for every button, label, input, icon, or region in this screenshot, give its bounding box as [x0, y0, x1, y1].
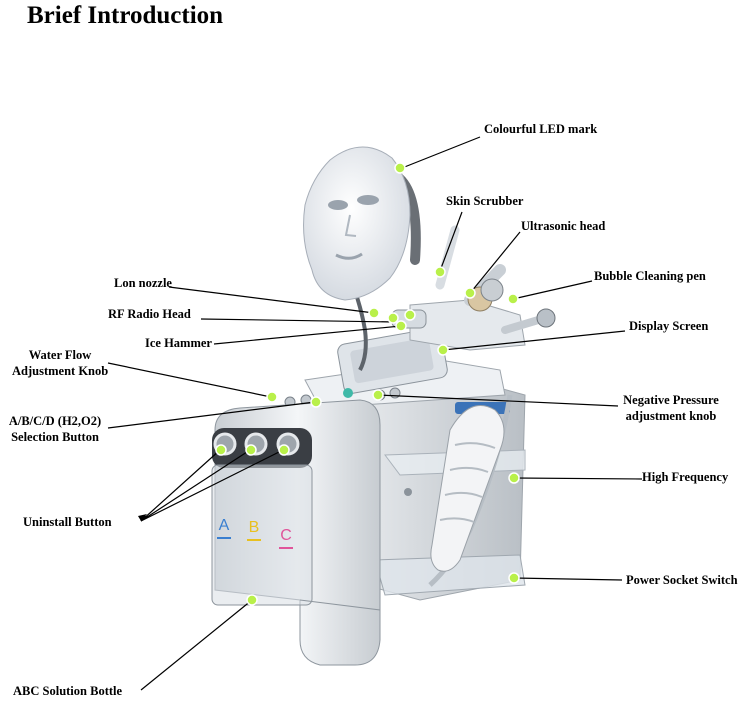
label-negative-pressure: Negative Pressure adjustment knob: [612, 392, 730, 424]
label-skin-scrubber: Skin Scrubber: [446, 194, 524, 208]
page-title: Brief Introduction: [27, 2, 224, 29]
label-selection-line-1: A/B/C/D (H2,O2): [8, 414, 102, 428]
marker-dots: [215, 162, 520, 606]
label-power-socket-switch: Power Socket Switch: [626, 573, 738, 587]
bottle-c-letter: C: [280, 527, 292, 544]
label-negative-pressure-line-1: Negative Pressure: [623, 393, 719, 407]
label-led-mask: Colourful LED mark: [484, 122, 598, 136]
label-water-flow-line-2: Adjustment Knob: [12, 364, 109, 378]
label-abc-solution-bottle: ABC Solution Bottle: [13, 684, 123, 698]
label-water-flow-line-1: Water Flow: [28, 348, 92, 362]
led-mask: [303, 146, 411, 301]
high-frequency-wand: [428, 394, 513, 587]
label-negative-pressure-line-2: adjustment knob: [625, 409, 717, 423]
main-body: [211, 399, 381, 666]
label-uninstall-button: Uninstall Button: [23, 515, 112, 529]
label-display-screen: Display Screen: [629, 319, 709, 333]
label-rf-radio-head: RF Radio Head: [108, 307, 191, 321]
bottle-b-letter: B: [249, 519, 260, 536]
top-console: [284, 327, 506, 409]
label-ion-nozzle: Lon nozzle: [114, 276, 172, 290]
label-water-flow: Water Flow Adjustment Knob: [12, 347, 108, 379]
label-ultrasonic-head: Ultrasonic head: [521, 219, 606, 233]
label-bubble-cleaning-pen: Bubble Cleaning pen: [594, 269, 706, 283]
bottle-a-letter: A: [219, 517, 230, 534]
label-high-frequency: High Frequency: [642, 470, 729, 484]
label-ice-hammer: Ice Hammer: [145, 336, 212, 350]
leader-lines: [107, 136, 643, 691]
label-selection-line-2: Selection Button: [11, 430, 99, 444]
label-selection-button: A/B/C/D (H2,O2) Selection Button: [2, 413, 108, 445]
